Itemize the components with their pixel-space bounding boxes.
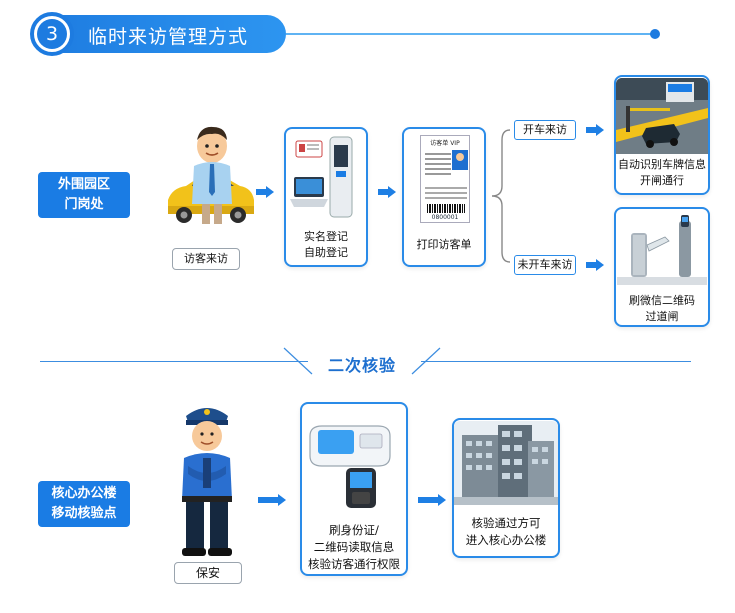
id-reader-icon bbox=[309, 425, 391, 508]
enter-building-card: 核验通过方可 进入核心办公楼 bbox=[452, 418, 560, 558]
car-result-line1: 自动识别车牌信息 bbox=[618, 158, 706, 171]
visitor-pass: 访客单 VIP 0800001 bbox=[420, 135, 470, 223]
kiosk-icon bbox=[290, 136, 353, 218]
header-bar bbox=[34, 15, 286, 53]
pass-photo-icon bbox=[452, 150, 468, 170]
zone-core-line2: 移动核验点 bbox=[51, 506, 117, 521]
section-title: 临时来访管理方式 bbox=[88, 26, 249, 48]
zone-outer-line2: 门岗处 bbox=[64, 197, 104, 212]
divider-left bbox=[40, 361, 308, 362]
register-line2: 自助登记 bbox=[304, 246, 348, 259]
pass-title: 访客单 VIP bbox=[430, 140, 460, 147]
flow-arrow bbox=[256, 186, 274, 198]
flow-arrow bbox=[586, 259, 604, 271]
register-card: 实名登记 自助登记 bbox=[284, 127, 368, 267]
walk-result-line1: 刷微信二维码 bbox=[629, 294, 695, 307]
print-label: 打印访客单 bbox=[416, 238, 472, 251]
register-line1: 实名登记 bbox=[304, 230, 348, 243]
verify-line2: 二维码读取信息 bbox=[313, 540, 395, 554]
zone-label-core: 核心办公楼 移动核验点 bbox=[38, 481, 130, 527]
pass-code: 0800001 bbox=[431, 214, 459, 221]
walk-result-line2: 过道闸 bbox=[645, 310, 679, 323]
branch-bracket bbox=[491, 129, 511, 263]
flow-arrow bbox=[378, 186, 396, 198]
visitor-car-illustration bbox=[164, 122, 256, 232]
visitor-car-icon bbox=[168, 126, 254, 224]
office-building-icon bbox=[454, 421, 558, 505]
verify-card: 刷身份证/ 二维码读取信息 核验访客通行权限 bbox=[300, 402, 408, 576]
car-result-line2: 开闸通行 bbox=[640, 174, 684, 187]
pass-fields bbox=[425, 150, 451, 180]
visitor-tag: 访客来访 bbox=[172, 248, 240, 270]
pass-lines bbox=[425, 184, 467, 202]
zone-outer-line1: 外围园区 bbox=[57, 177, 110, 192]
print-pass-card: 访客单 VIP 0800001 打印访客单 bbox=[402, 127, 486, 267]
zone-label-outer: 外围园区 门岗处 bbox=[38, 172, 130, 218]
car-gate-card: 自动识别车牌信息 开闸通行 bbox=[614, 75, 710, 195]
divider-right bbox=[421, 361, 691, 362]
flow-arrow bbox=[586, 124, 604, 136]
flow-arrow bbox=[258, 494, 286, 506]
divider-label: 二次核验 bbox=[327, 356, 396, 375]
verify-line3: 核验访客通行权限 bbox=[308, 557, 400, 571]
verify-line1: 刷身份证/ bbox=[329, 523, 379, 537]
header-rule-dot bbox=[650, 29, 660, 39]
turnstile-icon bbox=[617, 215, 707, 285]
branch-walk-tag: 未开车来访 bbox=[514, 255, 576, 275]
security-guard-illustration bbox=[172, 400, 242, 560]
parking-gate-icon bbox=[616, 78, 708, 154]
enter-line2: 进入核心办公楼 bbox=[465, 533, 547, 547]
flow-arrow bbox=[418, 494, 446, 506]
guard-tag: 保安 bbox=[174, 562, 242, 584]
enter-line1: 核验通过方可 bbox=[471, 516, 541, 530]
zone-core-line1: 核心办公楼 bbox=[51, 486, 117, 501]
barcode-icon bbox=[427, 204, 465, 213]
step-number: 3 bbox=[37, 19, 67, 49]
header-rule bbox=[286, 33, 652, 35]
divider-left-slash bbox=[283, 347, 313, 375]
branch-car-tag: 开车来访 bbox=[514, 120, 576, 140]
step-number-badge: 3 bbox=[30, 12, 74, 56]
turnstile-card: 刷微信二维码 过道闸 bbox=[614, 207, 710, 327]
security-guard-icon bbox=[182, 408, 232, 556]
